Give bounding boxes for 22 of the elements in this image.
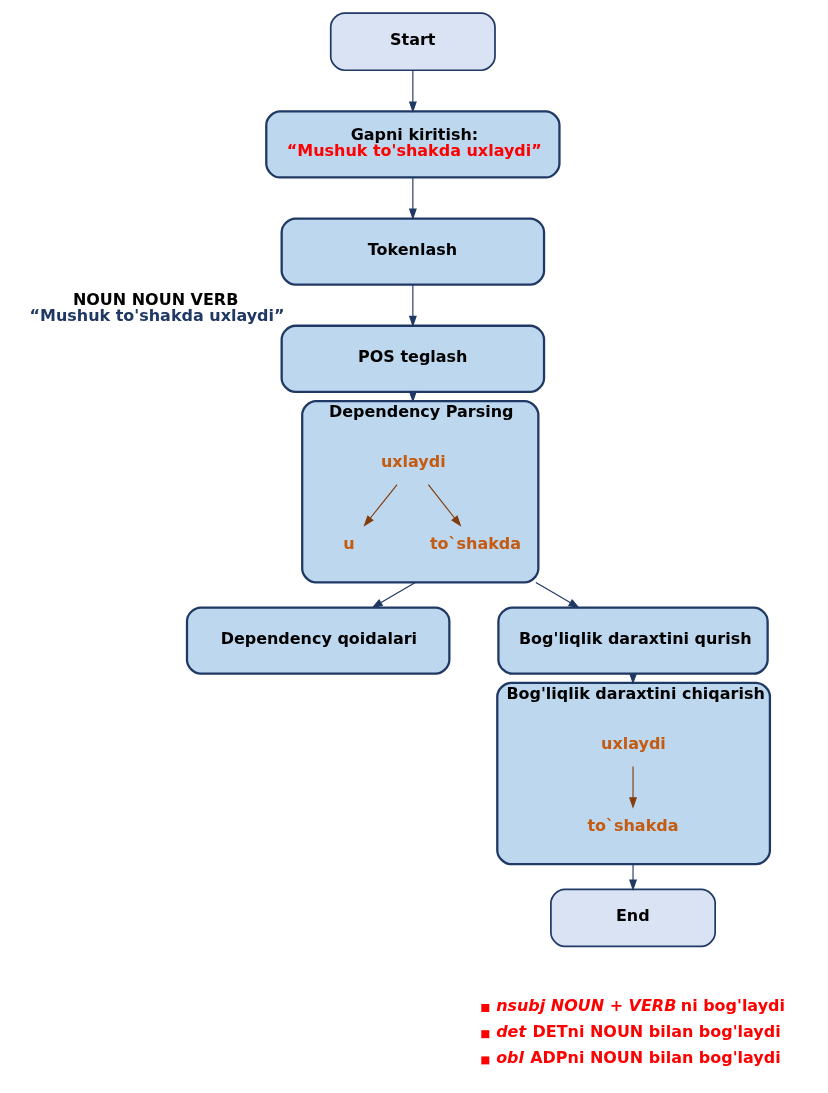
label: nsubj NOUN + VERB ni bog'laydi <box>496 996 785 1016</box>
node-box: Dependency qoidalari <box>185 606 451 675</box>
arrow <box>629 863 638 891</box>
arrow <box>629 765 638 809</box>
node-box: Start <box>329 12 496 72</box>
node-box: Tokenlash <box>280 217 546 286</box>
label: det DETni NOUN bilan bog'laydi <box>496 1022 781 1042</box>
arrow <box>363 484 398 527</box>
arrow <box>371 581 416 609</box>
arrow <box>408 177 417 220</box>
node-text: uxlaydi <box>601 733 666 753</box>
node-text: to`shakda <box>429 534 522 554</box>
node-text: to`shakda <box>587 815 679 835</box>
node-box: Gapni kiritish: “Mushuk to'shakda uxlaydi” <box>265 110 561 179</box>
arrow <box>535 581 580 609</box>
arrow <box>427 484 462 527</box>
node-text: uxlaydi <box>380 451 446 471</box>
node-box: End <box>550 888 716 948</box>
node-text: u <box>343 534 355 554</box>
arrow <box>408 69 417 113</box>
label: obl ADPni NOUN bilan bog'laydi <box>496 1048 781 1068</box>
arrow <box>408 284 417 328</box>
